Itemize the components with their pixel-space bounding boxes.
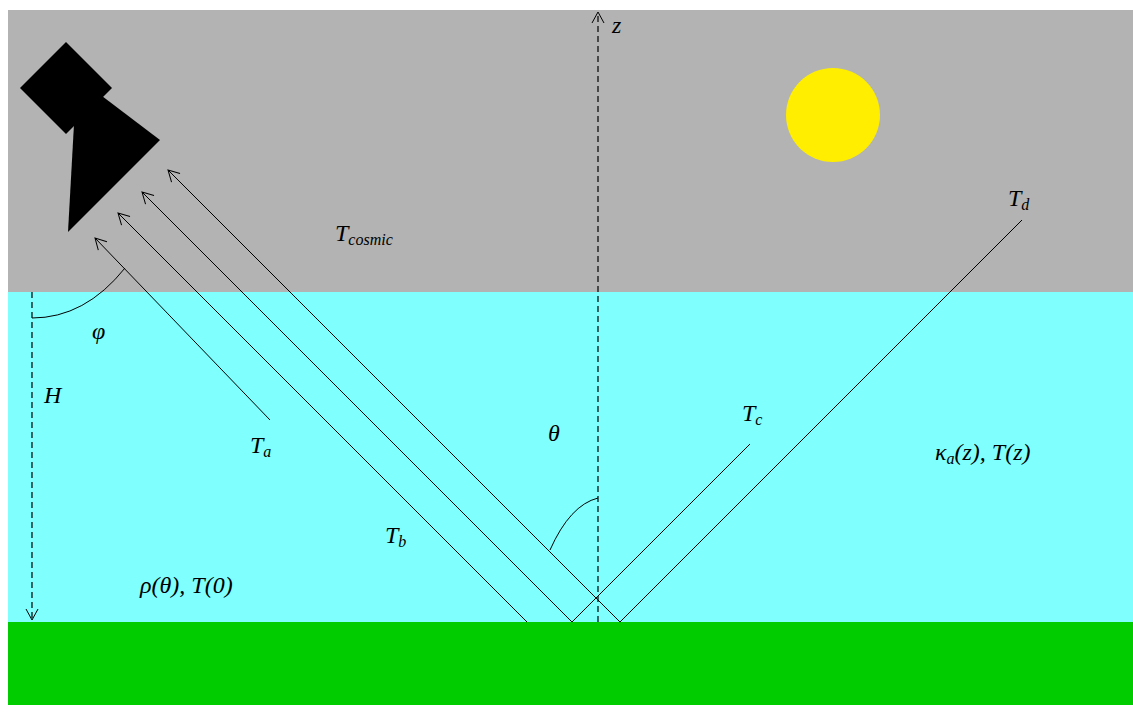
ray-label: Tc bbox=[742, 400, 762, 426]
angle-label: φ bbox=[92, 318, 105, 344]
sun bbox=[786, 68, 880, 162]
angle-label: θ bbox=[548, 420, 560, 446]
ray-label: Td bbox=[1008, 185, 1029, 211]
ground-band bbox=[8, 622, 1133, 705]
sky-band-region: Tcosmic bbox=[8, 10, 1133, 292]
ray-label: Ta bbox=[250, 432, 271, 458]
axis-label: z bbox=[612, 12, 621, 38]
z-axis bbox=[597, 12, 598, 622]
height-axis bbox=[31, 292, 32, 620]
band-label: κa(z), T(z) bbox=[935, 439, 1031, 465]
surface-label: ρ(θ), T(0) bbox=[140, 572, 233, 598]
height-label: H bbox=[44, 382, 61, 408]
band-label: Tcosmic bbox=[335, 220, 393, 246]
rays bbox=[95, 170, 1022, 622]
theta-arc bbox=[550, 498, 598, 550]
ray-label: Tb bbox=[385, 522, 406, 548]
antenna bbox=[20, 42, 160, 232]
sky-band bbox=[8, 10, 1133, 292]
phi-arc bbox=[32, 268, 125, 318]
